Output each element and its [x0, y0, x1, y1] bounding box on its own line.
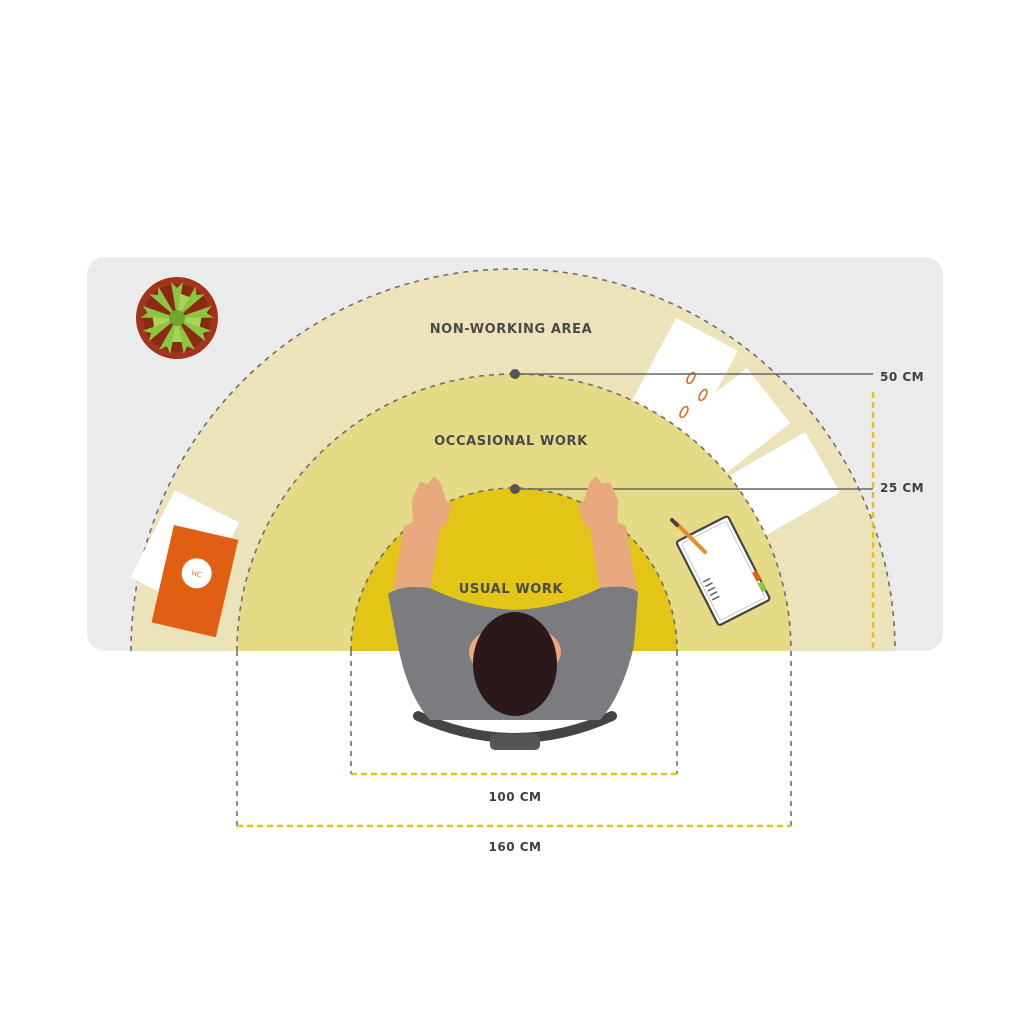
- head-hair: [473, 612, 557, 716]
- book-and-paper: HC: [130, 490, 240, 638]
- person-icon: [388, 476, 638, 720]
- label-non-working-area: NON-WORKING AREA: [430, 322, 593, 337]
- left-hand: [412, 476, 452, 530]
- depth-dot-outer: [510, 369, 520, 379]
- right-arm: [590, 520, 638, 604]
- book-icon: HC: [151, 525, 239, 638]
- inner-boundary: [350, 487, 678, 652]
- dimension-lines: [237, 392, 875, 828]
- label-usual-work: USUAL WORK: [459, 582, 564, 597]
- notebook-icon: [675, 515, 771, 626]
- depth-markers: [510, 369, 873, 494]
- outer-boundary: [130, 268, 896, 652]
- plant-icon: [136, 277, 218, 359]
- paper-clip-icon: [679, 371, 708, 419]
- left-arm: [392, 520, 440, 604]
- chair-icon: [413, 711, 617, 750]
- label-depth-outer: 50 CM: [880, 370, 924, 384]
- label-width-inner: 100 CM: [489, 790, 542, 804]
- depth-dot-inner: [510, 484, 520, 494]
- label-depth-inner: 25 CM: [880, 481, 924, 495]
- label-width-outer: 160 CM: [489, 840, 542, 854]
- pencil-icon: [670, 518, 707, 554]
- book-logo-text: HC: [191, 569, 203, 579]
- label-occasional-work: OCCASIONAL WORK: [434, 434, 588, 449]
- right-hand: [578, 476, 618, 530]
